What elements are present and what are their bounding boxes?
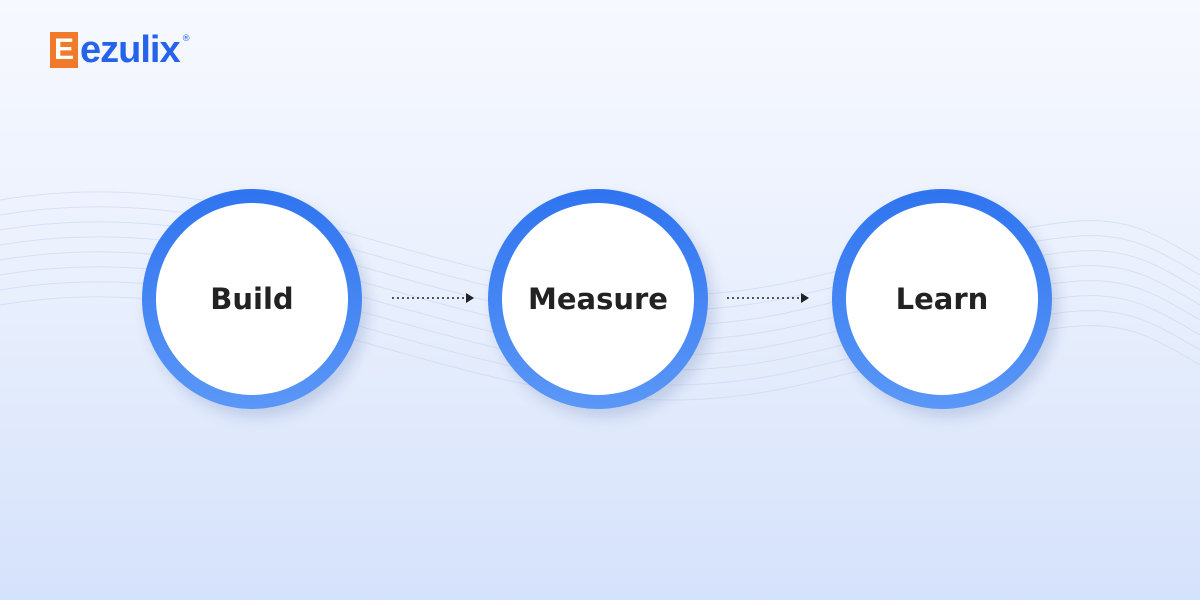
registered-mark: ® [181,34,191,44]
arrow-measure-to-learn [727,293,809,303]
node-build: Build [142,189,362,409]
node-measure: Measure [488,189,708,409]
node-learn: Learn [832,189,1052,409]
arrow-build-to-measure [392,293,474,303]
logo-text: ezulix [80,29,181,71]
ezulix-logo: E ezulix ® [50,30,191,70]
node-label: Build [156,203,348,395]
node-label: Learn [846,203,1038,395]
node-label: Measure [502,203,694,395]
logo-mark: E [50,32,78,68]
